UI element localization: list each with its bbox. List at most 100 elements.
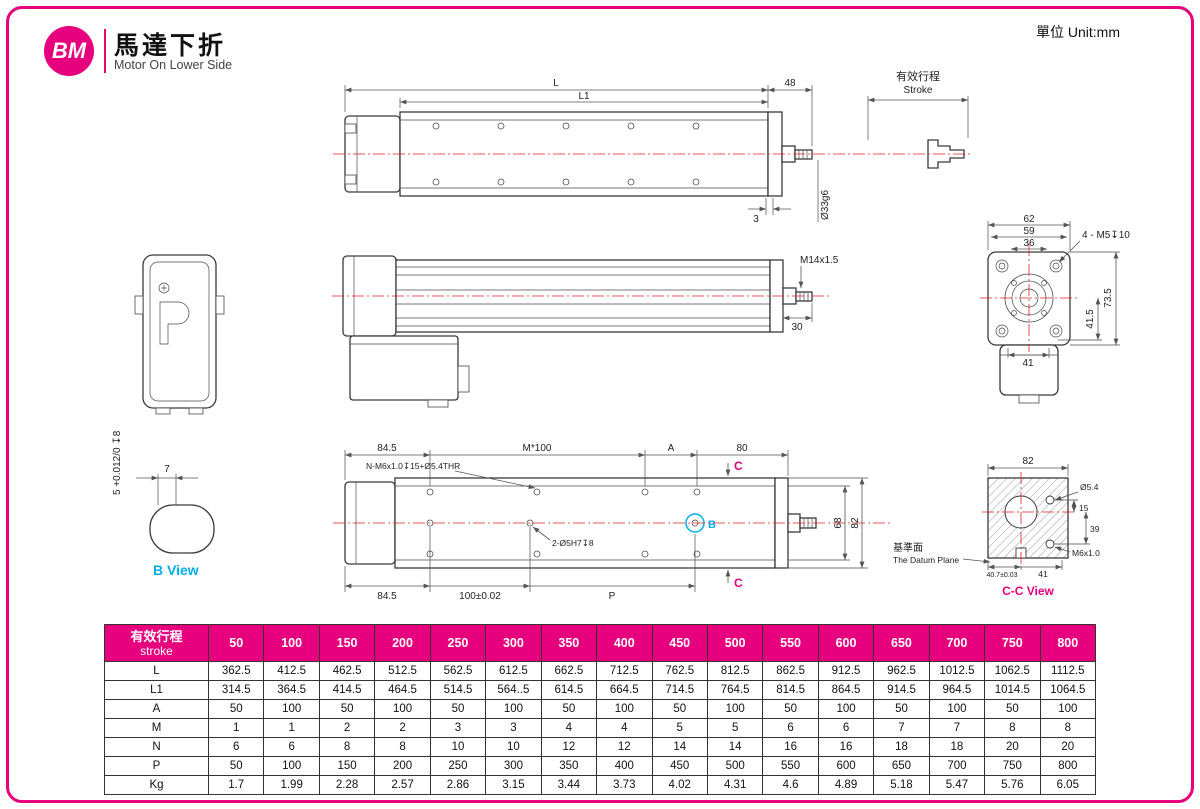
table-cell: 862.5 [762, 661, 819, 681]
table-cell: 412.5 [263, 661, 320, 681]
dim-80: 80 [736, 443, 748, 454]
table-cell: 4.02 [651, 775, 708, 795]
table-cell: 18 [928, 737, 986, 757]
stroke-header-cell: 150 [318, 624, 376, 662]
rear-end-dimensions: 62 59 36 4 - M5↧10 73.5 41.5 41 [987, 214, 1130, 369]
table-cell: 5.76 [984, 775, 1041, 795]
table-cell: 20 [984, 737, 1041, 757]
logo-divider [104, 29, 106, 73]
table-cell: 8 [1039, 718, 1097, 738]
row-label: L [104, 661, 209, 681]
table-cell: 914.5 [873, 680, 930, 700]
dim-rod-thread: M14x1.5 [800, 255, 839, 266]
table-cell: 14 [706, 737, 764, 757]
top-view-geometry: B [333, 477, 893, 569]
stroke-header-cell: 500 [706, 624, 764, 662]
table-cell: 1014.5 [984, 680, 1041, 700]
table-cell: 100 [928, 699, 986, 719]
table-cell: 764.5 [706, 680, 764, 700]
table-cell: 964.5 [928, 680, 986, 700]
table-cell: 100 [706, 699, 764, 719]
table-cell: 16 [817, 737, 875, 757]
row-label: Kg [104, 775, 209, 795]
brand-logo: BM [44, 26, 94, 76]
row-label: A [104, 699, 209, 719]
table-cell: 100 [374, 699, 431, 719]
table-cell: 4.89 [817, 775, 875, 795]
table-cell: 2.28 [318, 775, 376, 795]
table-cell: 364.5 [263, 680, 320, 700]
table-cell: 2.57 [374, 775, 431, 795]
table-cell: 3 [485, 718, 542, 738]
table-cell: 100 [263, 699, 320, 719]
cc-hole-54 [1045, 495, 1055, 505]
table-cell: 6 [817, 718, 875, 738]
table-cell: 50 [207, 699, 265, 719]
table-cell: 512.5 [374, 661, 431, 681]
table-cell: 2.86 [429, 775, 487, 795]
stroke-header-cell: 550 [762, 624, 819, 662]
table-cell: 6 [263, 737, 320, 757]
table-cell: 12 [596, 737, 653, 757]
table-cell: 464.5 [374, 680, 431, 700]
dim-48: 48 [784, 78, 796, 89]
table-cell: 100 [485, 699, 542, 719]
dim-L: L [553, 78, 559, 89]
row-label: M [104, 718, 209, 738]
top-view: B 84.5 M*100 A 80 N-M6x1.0↧15+Ø5.4THR 2-… [333, 443, 893, 602]
table-cell: 700 [928, 756, 986, 776]
dim-62: 62 [1023, 214, 1035, 225]
table-cell: 362.5 [207, 661, 265, 681]
table-cell: 5.47 [928, 775, 986, 795]
row-label: L1 [104, 680, 209, 700]
dim-P: P [609, 591, 616, 602]
stroke-header-cell: 100 [263, 624, 320, 662]
stroke-header-cell: 450 [651, 624, 708, 662]
table-cell: 100 [1039, 699, 1097, 719]
front-view: L L1 48 有效行程 Stroke 3 Ø33g6 [333, 69, 973, 225]
callout-m5: 4 - M5↧10 [1082, 230, 1130, 241]
table-cell: 612.5 [485, 661, 542, 681]
table-cell: 962.5 [873, 661, 930, 681]
table-cell: 564..5 [485, 680, 542, 700]
stroke-header-cell: 250 [429, 624, 487, 662]
dim-30: 30 [791, 322, 803, 333]
page-subtitle: Motor On Lower Side [114, 58, 233, 72]
stroke-header-cell: 50 [207, 624, 265, 662]
stroke-header-cell: 350 [540, 624, 598, 662]
stroke-label-zh: 有效行程 [896, 69, 940, 83]
table-cell: 600 [817, 756, 875, 776]
stroke-header-cell: 650 [873, 624, 930, 662]
table-cell: 350 [540, 756, 598, 776]
table-cell: 514.5 [429, 680, 487, 700]
row-label: P [104, 756, 209, 776]
table-cell: 16 [762, 737, 819, 757]
table-cell: 912.5 [817, 661, 875, 681]
stroke-label-en: Stroke [904, 85, 933, 96]
table-cell: 150 [318, 756, 376, 776]
unit-label: 單位 Unit:mm [1036, 24, 1120, 40]
table-cell: 250 [429, 756, 487, 776]
dim-3: 3 [753, 214, 759, 225]
cc-dim-82: 82 [1022, 456, 1034, 467]
dim-L1: L1 [578, 91, 590, 102]
brand-logo-text: BM [51, 38, 87, 63]
left-end-view [134, 254, 225, 415]
dim-5-tolerance: 5 +0.012/0 ↧8 [112, 430, 123, 495]
motor-connector [457, 365, 470, 393]
table-cell: 200 [374, 756, 431, 776]
table-cell: 50 [429, 699, 487, 719]
table-cell: 3.44 [540, 775, 598, 795]
table-cell: 50 [984, 699, 1041, 719]
rear-end-geometry [980, 244, 1078, 404]
side-view-dimensions: M14x1.5 30 [782, 255, 839, 333]
dim-68: 68 [833, 517, 844, 529]
table-cell: 5 [651, 718, 708, 738]
